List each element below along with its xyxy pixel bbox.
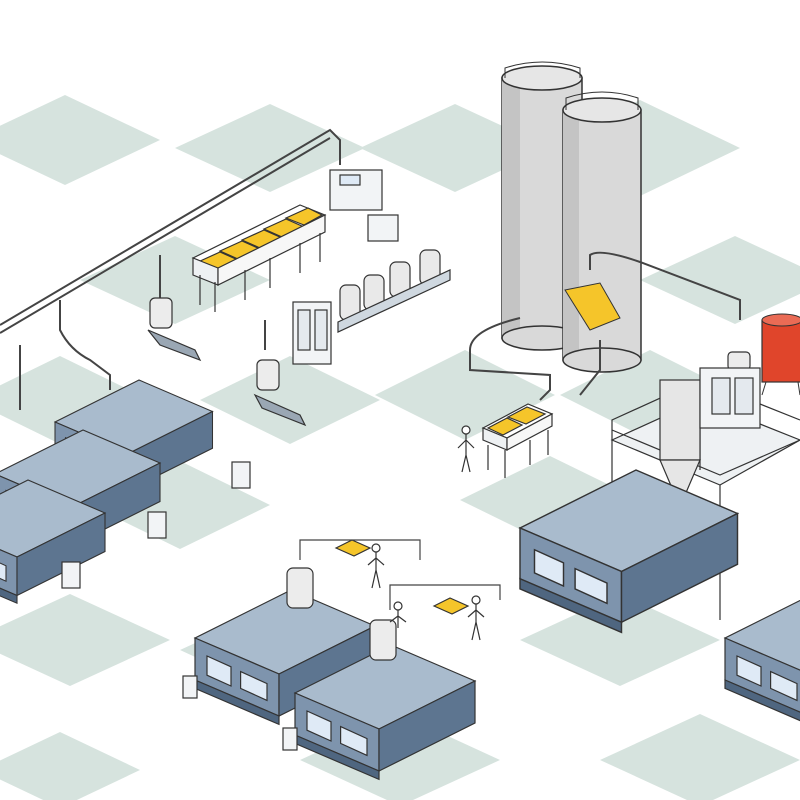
red-tank: [761, 313, 800, 396]
molding-machine-right-2: [724, 589, 800, 726]
material-bins-center: [481, 403, 554, 478]
overhead-pipe: [0, 128, 341, 410]
silo-feed-pipes: [469, 251, 741, 401]
workers: [367, 425, 485, 641]
machine-loaders-center: [286, 539, 501, 661]
material-bins-top: [191, 204, 327, 312]
silo-left: [501, 61, 583, 351]
control-boxes: [61, 461, 298, 751]
silo-right: [562, 91, 642, 373]
dryer-cluster: [292, 169, 451, 365]
